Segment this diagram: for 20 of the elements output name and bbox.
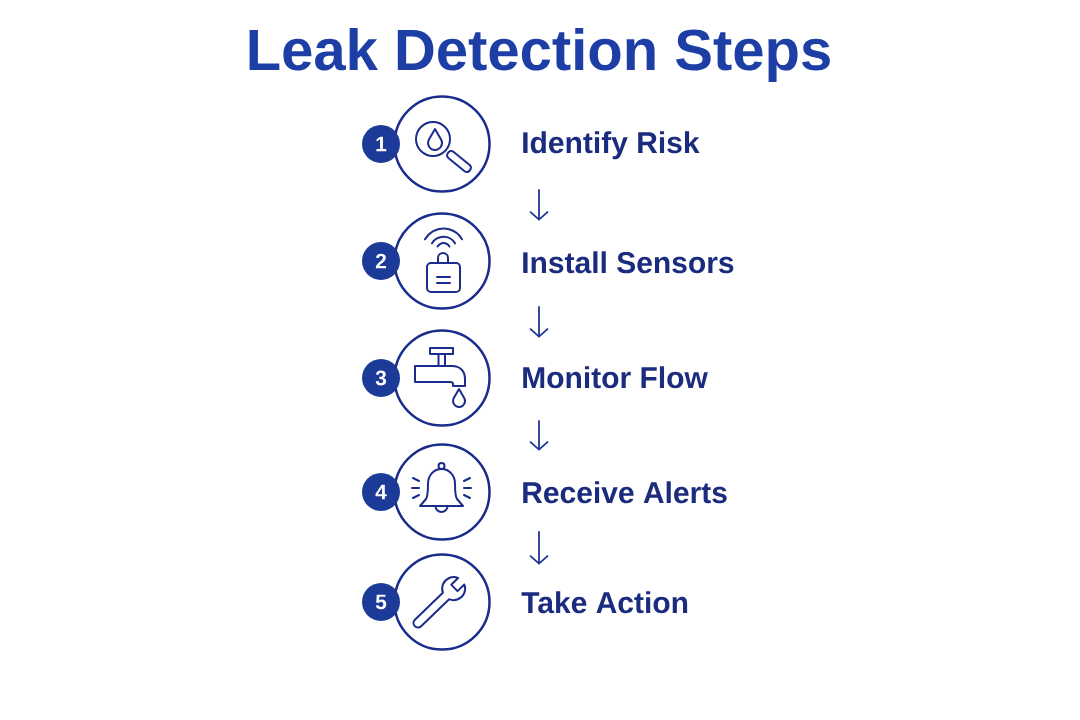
number-badge: 4 bbox=[362, 473, 400, 511]
number-badge: 2 bbox=[362, 242, 400, 280]
arrow bbox=[529, 305, 549, 338]
arrow bbox=[529, 188, 549, 221]
number-badge: 5 bbox=[362, 583, 400, 621]
step-label: Receive Alerts bbox=[523, 481, 727, 504]
arrow bbox=[529, 419, 549, 451]
number-badge: 3 bbox=[362, 359, 400, 397]
step-circle bbox=[393, 553, 491, 651]
title: Leak Detection Steps bbox=[249, 27, 830, 83]
step-label: Take Action bbox=[521, 591, 688, 614]
step-label: Install Sensors bbox=[523, 251, 734, 274]
step-circle bbox=[393, 329, 491, 427]
arrow bbox=[529, 530, 549, 565]
step-circle bbox=[393, 212, 491, 310]
step-label: Identify Risk bbox=[523, 131, 700, 160]
number-badge: 1 bbox=[362, 125, 400, 163]
step-circle bbox=[393, 443, 491, 541]
step-label: Monitor Flow bbox=[523, 366, 708, 389]
step-circle bbox=[393, 95, 491, 193]
